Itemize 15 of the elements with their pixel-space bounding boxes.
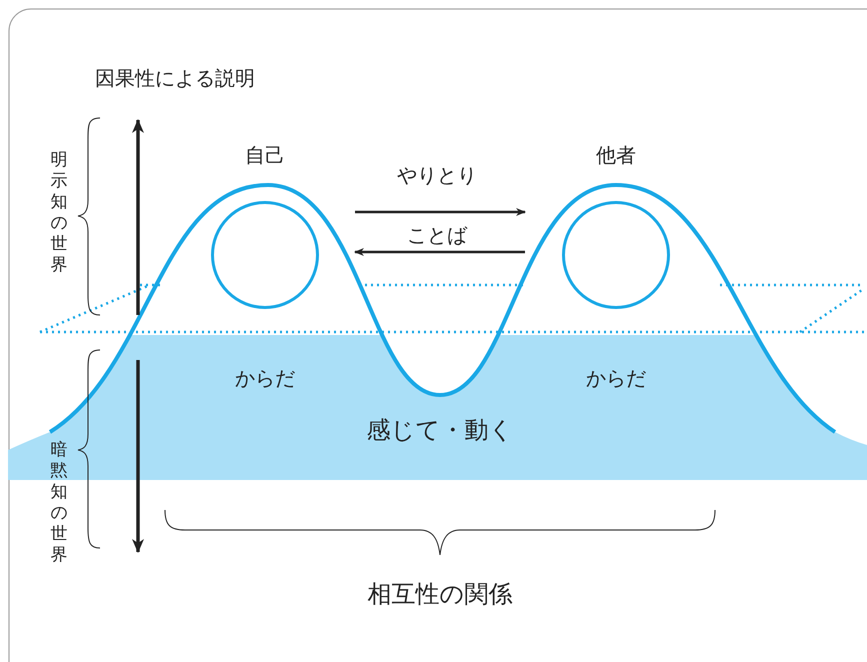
arrow bbox=[354, 248, 525, 256]
side-label: 暗黙知の世界 bbox=[50, 440, 68, 566]
side-label: 明示知の世界 bbox=[50, 150, 68, 276]
heading-text: 因果性による説明 bbox=[95, 68, 255, 88]
person-label: 他者 bbox=[596, 145, 636, 165]
person-label: 自己 bbox=[245, 145, 285, 165]
center-label: 感じて・動く bbox=[366, 418, 514, 442]
arrow bbox=[355, 208, 526, 216]
edge-label: やりとり bbox=[397, 165, 477, 185]
circle-outline bbox=[211, 201, 319, 309]
edge-label: ことば bbox=[407, 225, 467, 245]
body-label: からだ bbox=[586, 368, 646, 388]
body-label: からだ bbox=[235, 368, 295, 388]
circle-outline bbox=[562, 201, 670, 309]
bottom-label: 相互性の関係 bbox=[368, 582, 512, 606]
